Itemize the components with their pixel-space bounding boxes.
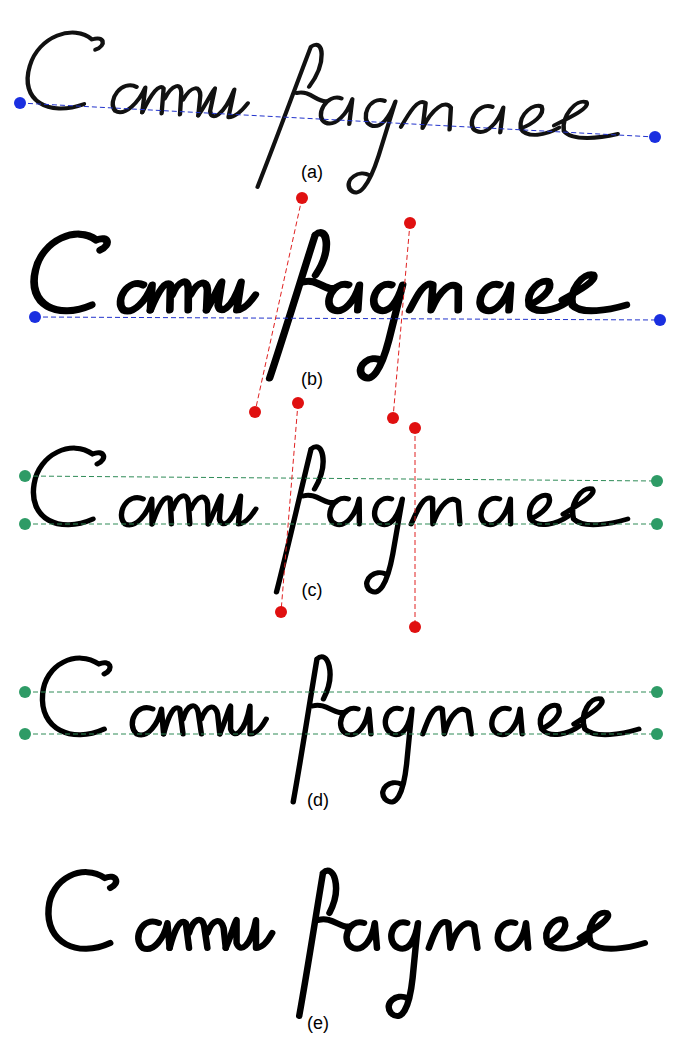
word-a xyxy=(7,29,633,206)
guide-dot xyxy=(651,728,663,740)
slant-guide xyxy=(393,223,410,418)
word-e xyxy=(48,871,644,1016)
guide-dot xyxy=(19,470,31,482)
panel-label: (a) xyxy=(299,163,325,183)
panel-label: (c) xyxy=(300,581,325,601)
guide-dot xyxy=(404,217,416,229)
word-b xyxy=(19,233,637,378)
panel-label: (d) xyxy=(305,791,331,811)
band-guide xyxy=(25,524,657,525)
guide-dot xyxy=(654,314,666,326)
slant-guide xyxy=(281,403,298,612)
slant-guide xyxy=(255,198,302,412)
band-guide xyxy=(25,476,657,481)
guide-dot xyxy=(387,412,399,424)
guide-dot xyxy=(19,518,31,530)
guide-dot xyxy=(29,311,41,323)
guide-dot xyxy=(409,422,421,434)
panel-label: (e) xyxy=(305,1014,331,1034)
panel-label: (b) xyxy=(299,370,325,390)
band-guide xyxy=(25,692,657,693)
guide-dot xyxy=(292,397,304,409)
guide-dot xyxy=(19,686,31,698)
word-c xyxy=(26,447,633,592)
guide-dot xyxy=(14,97,26,109)
guide-dot xyxy=(296,192,308,204)
guide-dot xyxy=(649,131,661,143)
word-d xyxy=(42,657,638,802)
guide-dot xyxy=(651,686,663,698)
slant-guide xyxy=(415,428,416,627)
guide-dot xyxy=(19,728,31,740)
guide-dot xyxy=(249,406,261,418)
guide-dot xyxy=(651,518,663,530)
guide-dot xyxy=(651,475,663,487)
baseline-guide xyxy=(20,103,655,137)
baseline-guide xyxy=(35,317,660,320)
guide-dot xyxy=(275,606,287,618)
guide-dot xyxy=(409,621,421,633)
band-guide xyxy=(25,734,657,735)
